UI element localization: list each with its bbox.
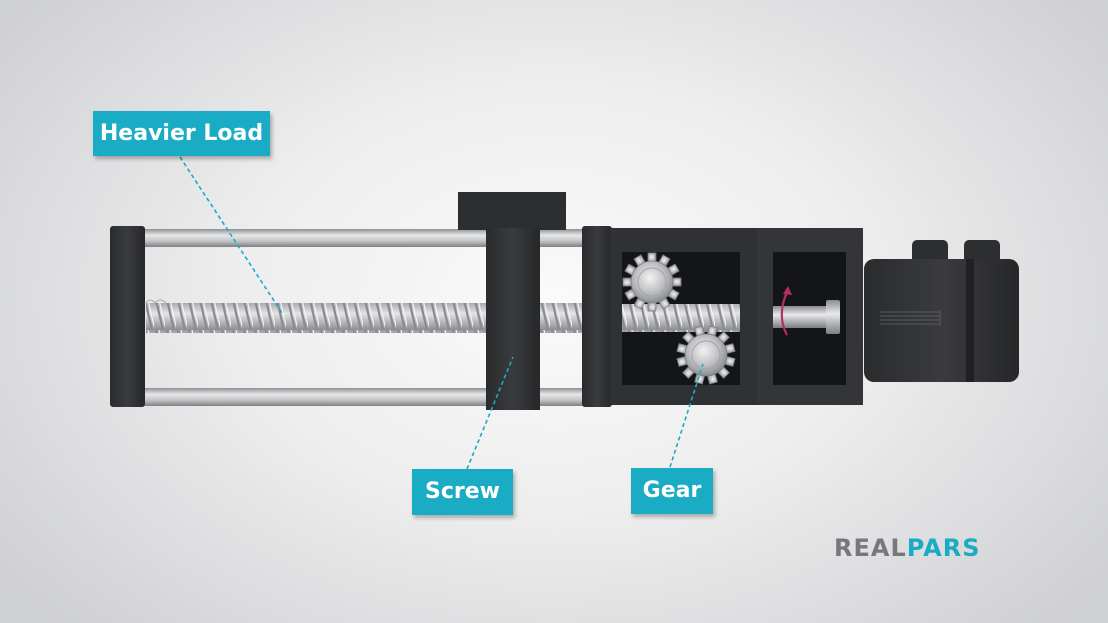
label-screw: Screw	[412, 469, 513, 515]
screw-shaft	[145, 299, 584, 333]
label-screw-text: Screw	[425, 479, 500, 504]
label-gear: Gear	[631, 468, 713, 514]
brand-logo-part2: PARS	[906, 534, 981, 562]
end-block-left	[110, 226, 145, 407]
guide-rod-bottom	[140, 388, 590, 406]
gear-top	[622, 252, 682, 312]
label-gear-text: Gear	[642, 478, 702, 503]
leader-lines	[179, 156, 704, 470]
brand-logo-part1: REAL	[834, 534, 907, 562]
carriage-nut	[458, 192, 566, 410]
label-heavier-load-text: Heavier Load	[99, 120, 264, 146]
gear-bottom	[676, 325, 736, 385]
guide-rod-top	[140, 229, 590, 247]
gearbox-housing	[610, 228, 758, 405]
brand-logo: REALPARS	[834, 536, 980, 560]
flange-plate	[582, 226, 612, 407]
servo-motor	[864, 240, 1019, 382]
leader-heavier-load	[179, 156, 283, 314]
label-heavier-load: Heavier Load	[93, 111, 270, 156]
coupling-housing	[757, 228, 863, 405]
rotation-arrow-icon	[780, 291, 789, 336]
drive-shaft	[773, 306, 833, 328]
leader-screw	[466, 356, 514, 470]
